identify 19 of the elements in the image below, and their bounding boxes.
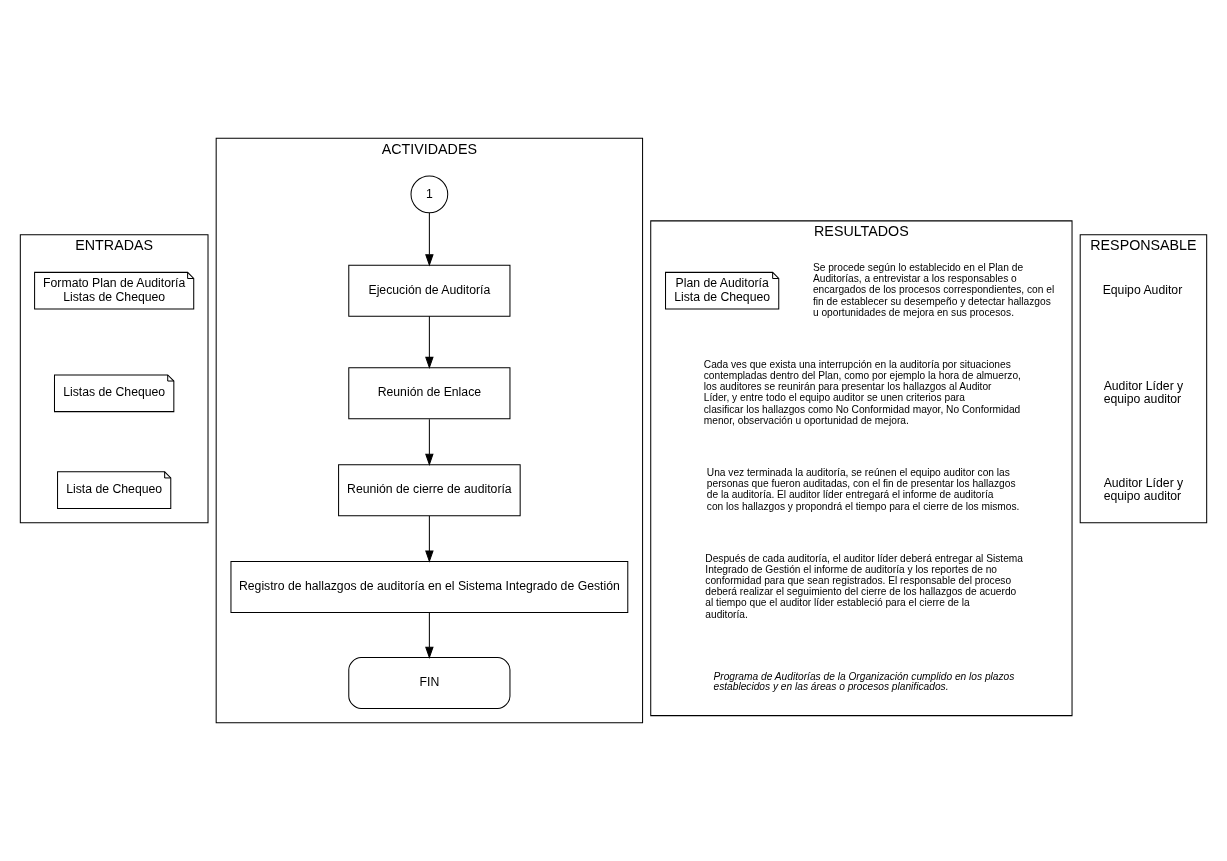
label: Programa de Auditorías de la Organización cumplido en los plazos establecidos y en las áreas o procesos planificados.: [713, 670, 1015, 693]
node-box: Registro de hallazgos de auditoría en el Sistema Integrado de Gestión: [230, 561, 629, 614]
node-box: Reunión de Enlace: [348, 367, 511, 420]
node-box: Reunión de cierre de auditoría: [338, 464, 521, 517]
label: Equipo Auditor: [1102, 282, 1183, 297]
arrow: [425, 418, 434, 466]
arrow: [425, 515, 434, 563]
label: Cada ves que exista una interrupción en la auditoría por situaciones contempladas dentro del Plan, como por ejemplo la hora de almuerzo, los auditores se reunirán para presentar los hallazgos al Auditor Líder, y entre todo el equipo auditor se unen criterios para clasificar los hallazgos como No Conformidad mayor, No Conformidad menor, observación u oportunidad de mejora.: [703, 358, 1021, 426]
label: Auditor Líder y equipo auditor: [1103, 475, 1184, 503]
label: Después de cada auditoría, el auditor líder deberá entregar al Sistema Integrado de Gestión el informe de auditoría y los reportes de no conformidad para que sean registrados. El responsable del proceso deberá realizar el seguimiento del cierre de los hallazgos de acuerdo al tiempo que el auditor líder estableció para el cierre de la auditoría.: [705, 552, 1024, 620]
node-box: FIN: [348, 656, 511, 709]
label: Se procede según lo establecido en el Plan de Auditorías, a entrevistar a los responsables o encargados de los procesos correspondientes, con el fin de establecer su desempeño y detectar hallazgos u oportunidades de mejora en sus procesos.: [812, 261, 1055, 318]
arrow: [425, 612, 434, 659]
label: Una vez terminada la auditoría, se reúnen el equipo auditor con las personas que fueron auditadas, con el fin de presentar los hallazgos de la auditoría. El auditor líder entregará el informe de auditoría con los hallazgos y propondrá el tiempo para el cierre de los mismos.: [706, 466, 1020, 512]
arrow: [425, 315, 434, 370]
arrow: [425, 212, 434, 267]
label: Auditor Líder y equipo auditor: [1103, 378, 1184, 407]
node-circle: 1: [410, 175, 449, 214]
node-box: Ejecución de Auditoría: [348, 264, 511, 317]
